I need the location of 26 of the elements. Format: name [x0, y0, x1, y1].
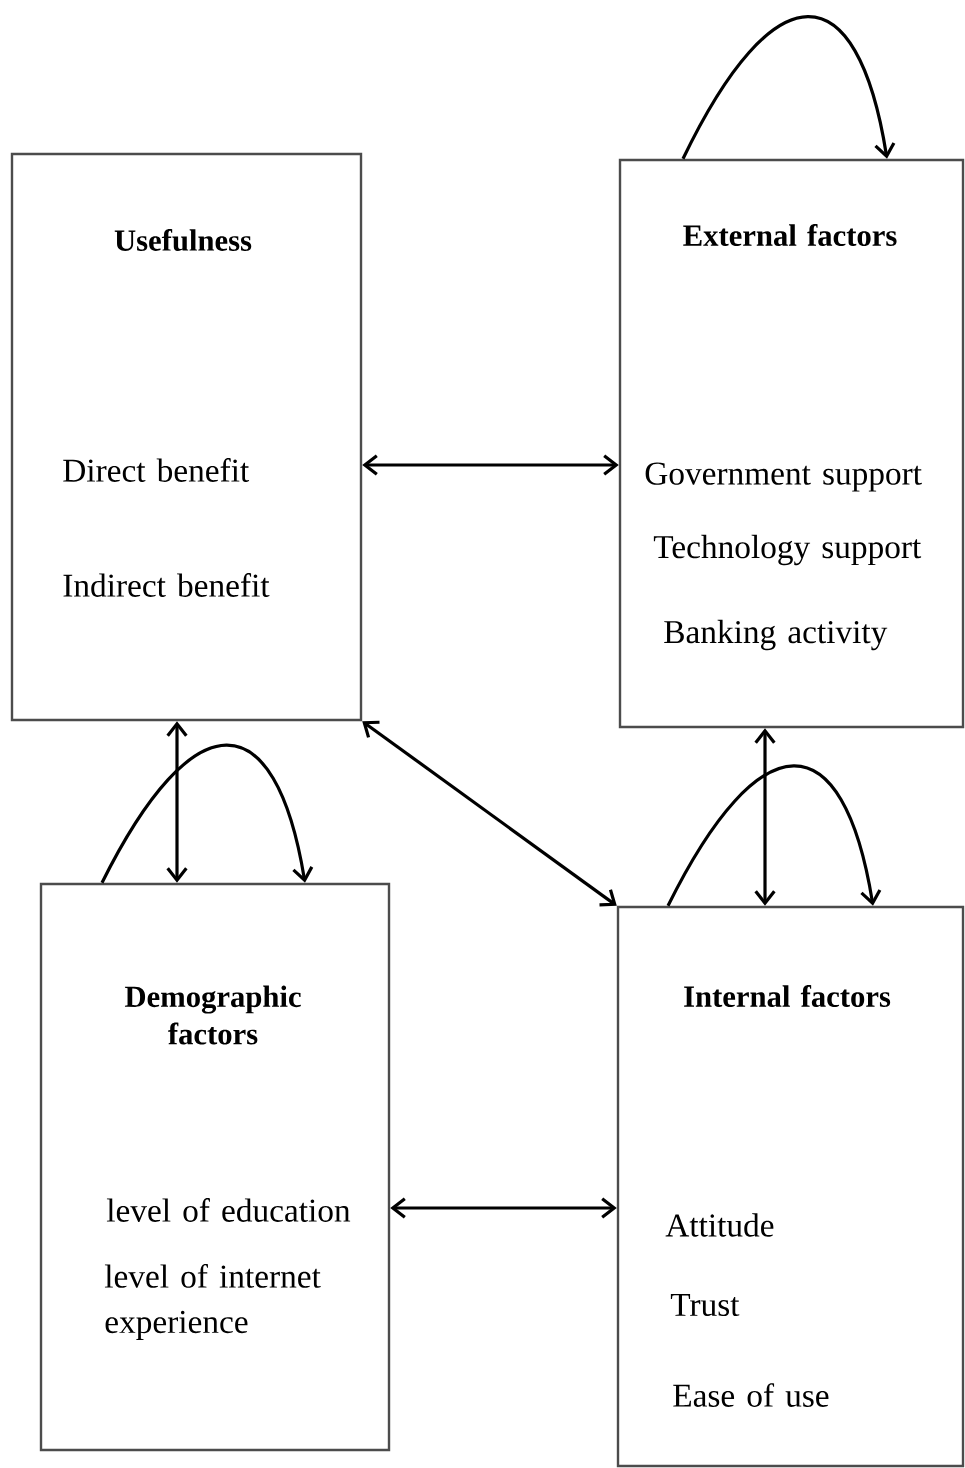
factor-box: [616, 905, 965, 1468]
factor-box: [618, 158, 965, 729]
box-title: Usefulness: [114, 229, 252, 251]
arrow: [666, 764, 882, 907]
item-text: Indirect benefit: [63, 573, 270, 597]
factor-box: [10, 152, 363, 722]
arrow: [390, 1197, 617, 1219]
box-title: Demographic factors: [124, 985, 301, 1045]
arrow: [166, 721, 188, 883]
item-text: Direct benefit: [63, 458, 250, 482]
item-text: Ease of use: [673, 1383, 829, 1407]
factor-box: [39, 882, 391, 1452]
arrow: [100, 743, 314, 884]
item-text: Trust: [670, 1293, 740, 1317]
arrow: [681, 15, 896, 160]
item-text: level of internet experience: [104, 1264, 321, 1340]
item-text: Technology support: [653, 534, 922, 566]
arrow: [754, 728, 776, 906]
item-text: Attitude: [665, 1213, 774, 1237]
box-title: External factors: [683, 224, 897, 246]
box-title: Internal factors: [684, 985, 891, 1007]
arrow: [362, 454, 619, 476]
item-text: Government support: [645, 462, 922, 492]
item-text: level of education: [106, 1198, 351, 1222]
item-text: Banking activity: [664, 619, 888, 651]
arrow: [362, 720, 617, 907]
